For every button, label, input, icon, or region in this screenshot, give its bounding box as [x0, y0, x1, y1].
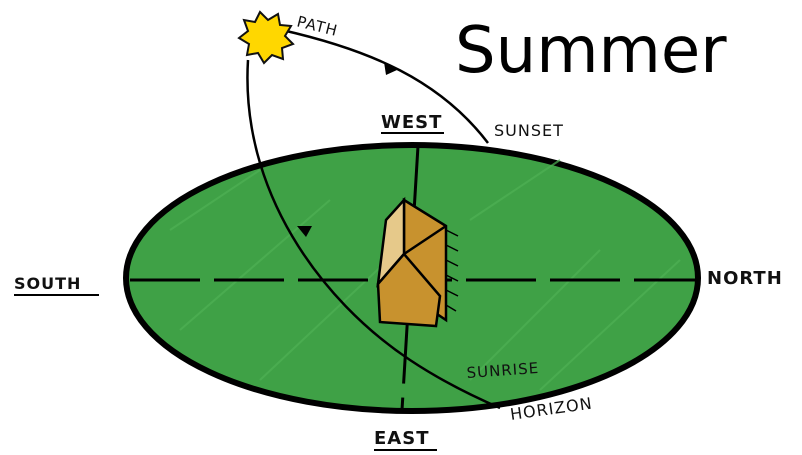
east-label: EAST [374, 428, 429, 449]
north-label: NORTH [707, 268, 783, 289]
sun-icon [239, 12, 293, 63]
west-label: WEST [381, 112, 442, 133]
diagram-title: Summer [455, 14, 727, 88]
sunset-label: SUNSET [494, 121, 564, 140]
south-label: SOUTH [14, 274, 81, 293]
